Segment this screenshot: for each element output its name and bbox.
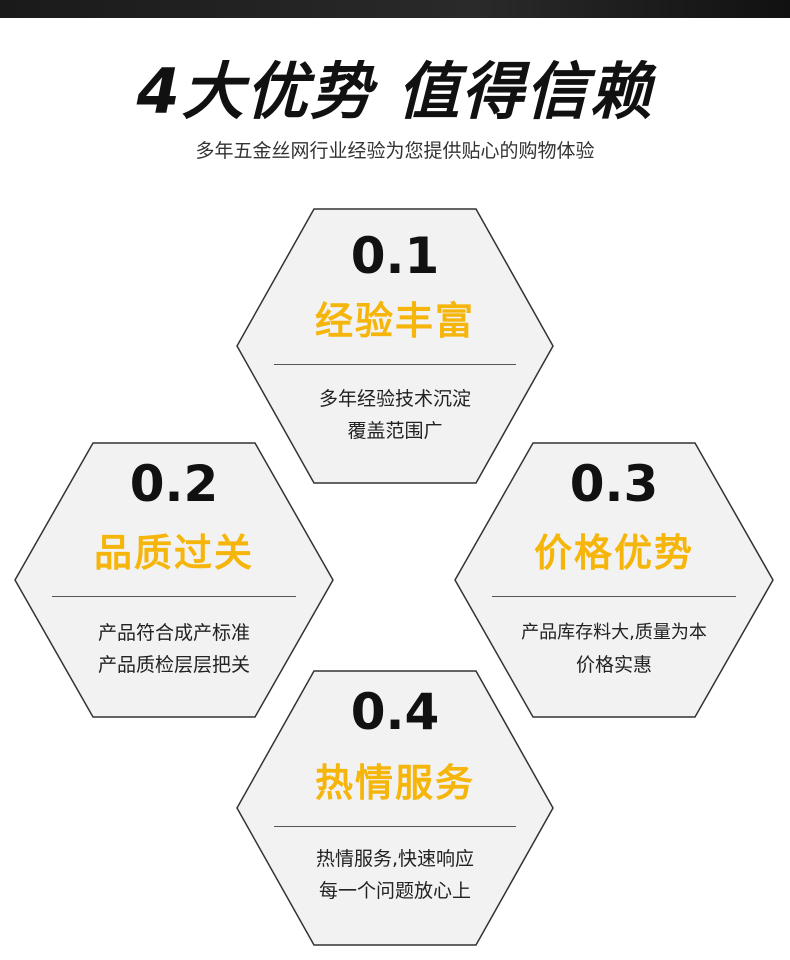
advantage-title: 经验丰富: [314, 299, 475, 343]
advantage-card-3: 0.3 价格优势 产品库存料大,质量为本 价格实惠: [454, 442, 774, 718]
page-title: 4大优势 值得信赖: [136, 55, 654, 128]
hexagon-shape: [236, 208, 554, 484]
divider-line: [274, 364, 516, 365]
divider-line: [52, 596, 296, 597]
advantage-number: 0.4: [350, 683, 440, 741]
advantage-desc-line2: 价格实惠: [575, 654, 652, 676]
advantage-card-1: 0.1 经验丰富 多年经验技术沉淀 覆盖范围广: [236, 208, 554, 484]
advantage-title: 价格优势: [533, 531, 694, 575]
hexagon-shape: [454, 442, 774, 718]
advantage-desc-line1: 热情服务,快速响应: [315, 848, 475, 870]
advantage-card-2: 0.2 品质过关 产品符合成产标准 产品质检层层把关: [14, 442, 334, 718]
divider-line: [274, 826, 516, 827]
advantage-number: 0.1: [350, 227, 440, 285]
hexagon-shape: [14, 442, 334, 718]
divider-line: [492, 596, 736, 597]
advantage-title: 品质过关: [93, 531, 254, 575]
advantage-number: 0.3: [569, 455, 659, 513]
page-subtitle: 多年五金丝网行业经验为您提供贴心的购物体验: [195, 140, 595, 162]
advantage-desc-line2: 产品质检层层把关: [97, 654, 250, 676]
advantage-title: 热情服务: [314, 761, 475, 805]
advantage-desc-line1: 多年经验技术沉淀: [318, 388, 471, 410]
advantage-desc-line2: 每一个问题放心上: [318, 880, 471, 902]
advantage-card-4: 0.4 热情服务 热情服务,快速响应 每一个问题放心上: [236, 670, 554, 946]
top-dark-banner: [0, 0, 790, 18]
advantage-number: 0.2: [129, 455, 219, 513]
advantage-desc-line1: 产品库存料大,质量为本: [521, 622, 707, 643]
advantage-desc-line2: 覆盖范围广: [347, 420, 443, 442]
hexagon-shape: [236, 670, 554, 946]
advantage-desc-line1: 产品符合成产标准: [97, 622, 250, 644]
